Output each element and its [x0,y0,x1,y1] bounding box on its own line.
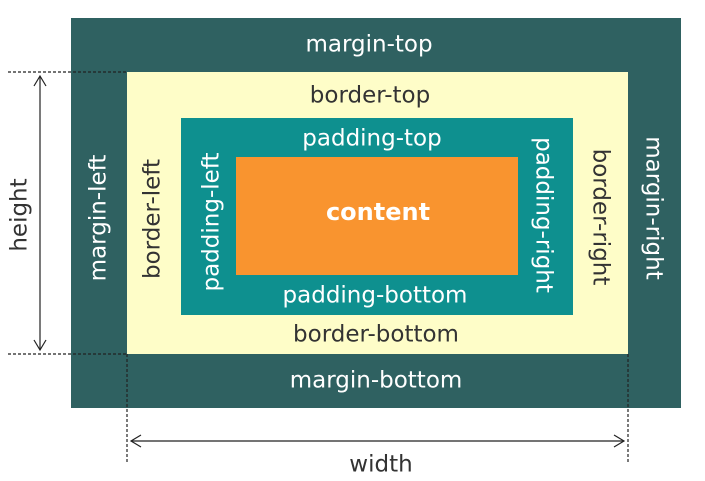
height-arrow-head-top [33,74,47,87]
height-arrow-head-bottom [33,339,47,352]
width-label: width [349,451,413,478]
width-arrow-head-left [129,434,142,448]
border-bottom-label: border-bottom [293,321,459,348]
content-area [236,157,518,275]
content-label: content [325,198,431,226]
border-top-label: border-top [309,82,431,109]
padding-top-label: padding-top [302,125,442,152]
margin-top-label: margin-top [305,31,433,58]
height-label: height [6,178,33,252]
margin-bottom-label: margin-bottom [289,367,463,394]
padding-bottom-label: padding-bottom [282,282,468,309]
width-arrow-head-right [613,434,626,448]
